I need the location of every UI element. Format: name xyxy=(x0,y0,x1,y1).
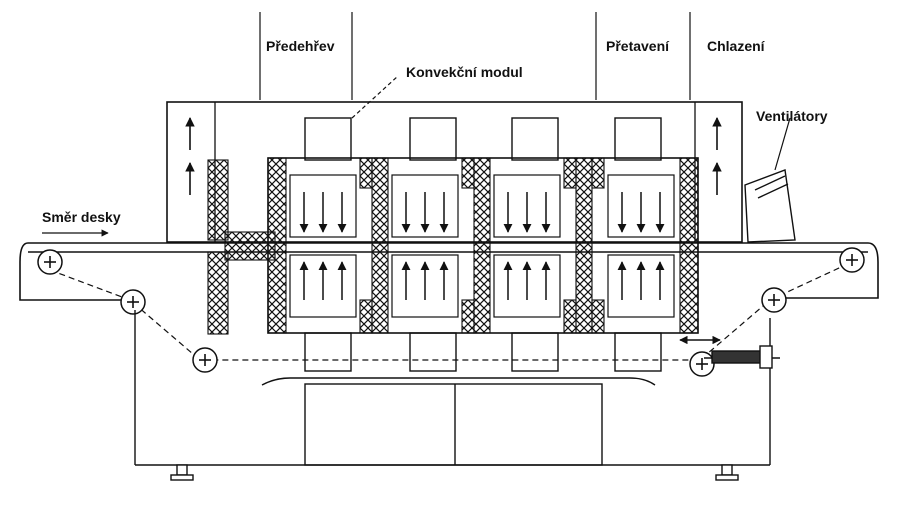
top-motor-boxes xyxy=(304,117,662,161)
label-zone-preheat: Předehřev xyxy=(266,38,335,54)
upper-housing xyxy=(166,101,743,243)
convection-modules xyxy=(289,174,675,318)
pulley xyxy=(192,347,218,373)
bottom-motor-boxes xyxy=(304,332,662,372)
frame-feet xyxy=(170,464,739,481)
label-board-direction: Směr desky xyxy=(42,209,121,225)
label-zone-cooling: Chlazení xyxy=(707,38,765,54)
pulley xyxy=(689,351,715,377)
airflow-arrows xyxy=(299,192,665,300)
exhaust-arrows xyxy=(185,117,722,195)
pulley xyxy=(120,289,146,315)
pulley xyxy=(761,287,787,313)
label-convection-module: Konvekční modul xyxy=(406,64,523,80)
label-zone-reflow: Přetavení xyxy=(606,38,670,54)
conveyor-pulleys xyxy=(37,247,865,377)
insulation-walls xyxy=(207,157,699,335)
leader-lines xyxy=(42,75,791,237)
pulley xyxy=(37,249,63,275)
conveyor xyxy=(19,242,879,301)
belt-tensioner xyxy=(679,335,780,369)
ventilator-unit xyxy=(744,169,796,243)
pulley xyxy=(839,247,865,273)
zone-dividers xyxy=(259,12,691,100)
label-fans: Ventilátory xyxy=(756,108,828,124)
lower-frame xyxy=(134,310,771,466)
